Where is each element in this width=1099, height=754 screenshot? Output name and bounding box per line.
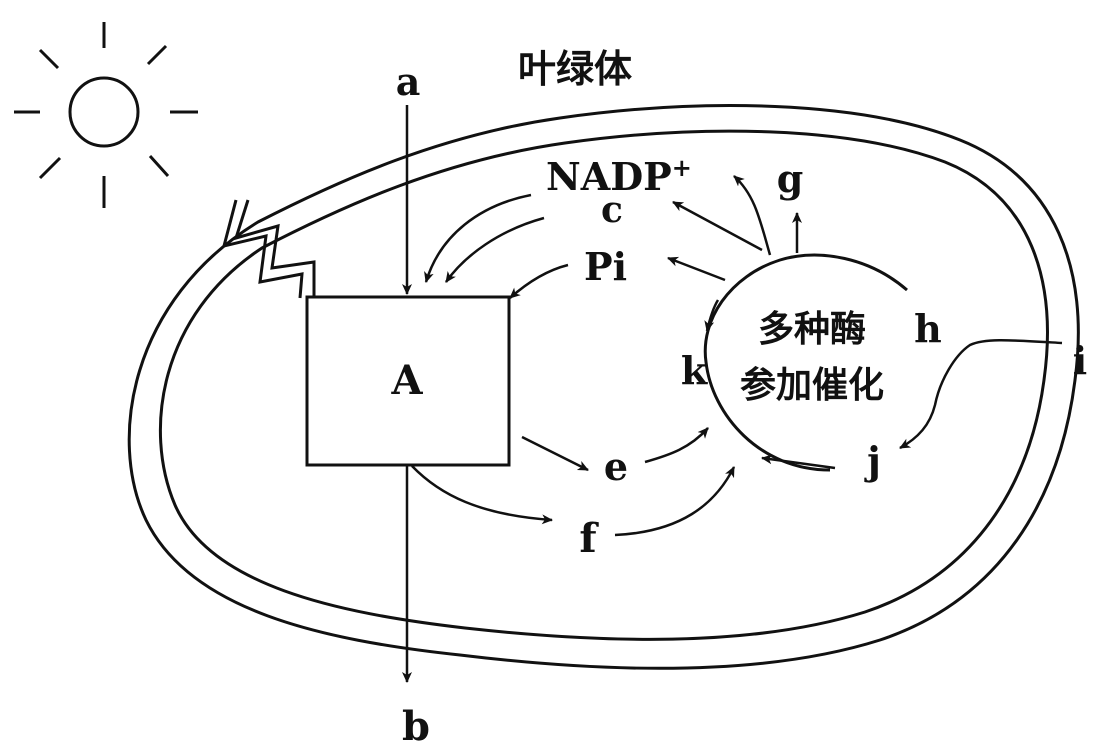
arrow-cycle-to-nadp bbox=[733, 175, 772, 256]
arrow-k bbox=[704, 299, 720, 332]
chloroplast-title: 叶绿体 bbox=[518, 47, 632, 91]
label-h: h bbox=[914, 306, 942, 351]
arrow-a-to-e bbox=[521, 435, 589, 472]
label-i: i bbox=[1073, 338, 1087, 383]
chloroplast-membrane bbox=[127, 104, 1080, 670]
arrow-f-to-cycle bbox=[614, 466, 736, 537]
label-nadp-text: NADP bbox=[546, 154, 672, 199]
arrow-cycle-to-pi bbox=[667, 256, 726, 282]
enzyme-cycle bbox=[703, 253, 908, 472]
label-nadp: NADP+ bbox=[546, 153, 692, 199]
arrow-pi-to-a bbox=[509, 263, 569, 299]
box-a bbox=[305, 295, 511, 467]
label-f: f bbox=[579, 515, 599, 562]
arrow-cycle-to-nadp-2 bbox=[672, 200, 763, 252]
arrow-c-to-a bbox=[444, 216, 545, 283]
label-pi: Pi bbox=[584, 244, 627, 289]
label-j: j bbox=[864, 438, 881, 483]
arrow-nadp-to-a bbox=[424, 193, 532, 283]
label-c: c bbox=[601, 189, 623, 231]
arrow-i-to-j bbox=[899, 339, 1063, 450]
label-e: e bbox=[604, 444, 628, 489]
flow-arrows bbox=[402, 105, 1063, 683]
label-nadp-sup: + bbox=[672, 153, 692, 182]
label-b: b bbox=[402, 703, 430, 750]
enzyme-text-line1: 多种酶 bbox=[758, 309, 866, 350]
label-k: k bbox=[681, 348, 708, 393]
sun-icon bbox=[14, 22, 198, 208]
arrow-j-to-cycle bbox=[761, 454, 836, 470]
arrow-e-to-cycle bbox=[644, 427, 709, 464]
label-a: a bbox=[396, 59, 421, 104]
lightning-icon bbox=[221, 199, 316, 299]
arrow-a-to-f bbox=[411, 465, 553, 525]
label-g: g bbox=[777, 156, 804, 201]
box-a-label: A bbox=[390, 357, 423, 404]
enzyme-text-line2: 参加催化 bbox=[740, 365, 884, 406]
